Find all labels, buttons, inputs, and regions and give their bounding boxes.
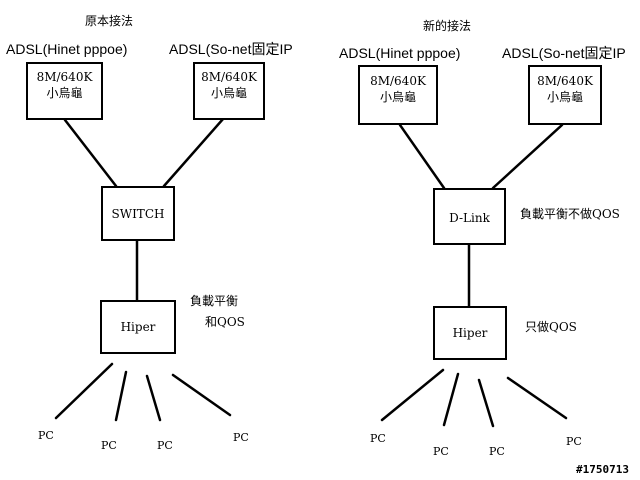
right-pc-3: PC bbox=[489, 445, 505, 458]
right-isp1-label: ADSL(Hinet pppoe) bbox=[339, 45, 461, 61]
link-hiper-pc1 bbox=[54, 362, 114, 420]
link-hiper-pc4 bbox=[506, 376, 568, 420]
left-hiper-note-2: 和QOS bbox=[205, 315, 245, 329]
right-hiper-note: 只做QOS bbox=[525, 320, 577, 334]
link-hiper-pc2 bbox=[114, 370, 128, 422]
switch-label: SWITCH bbox=[111, 207, 165, 221]
link-modem2-switch bbox=[162, 117, 225, 188]
modem-name: 小烏龜 bbox=[379, 90, 416, 104]
link-hiper-pc2 bbox=[442, 372, 460, 427]
left-modem2-box: 8M/640K 小烏龜 bbox=[193, 62, 265, 120]
left-pc-4: PC bbox=[233, 431, 249, 444]
modem-name: 小烏龜 bbox=[46, 86, 83, 100]
modem-name: 小烏龜 bbox=[546, 90, 583, 104]
modem-name: 小烏龜 bbox=[210, 86, 247, 100]
left-hiper-note-1: 負載平衡 bbox=[190, 294, 239, 308]
modem-speed: 8M/640K bbox=[201, 70, 257, 84]
dlink-label: D-Link bbox=[449, 211, 490, 225]
link-hiper-pc3 bbox=[477, 378, 495, 428]
right-modem1-box: 8M/640K 小烏龜 bbox=[358, 65, 438, 125]
link-hiper-pc3 bbox=[145, 374, 162, 422]
right-dlink-note: 負載平衡不做QOS bbox=[520, 207, 620, 221]
right-dlink-box: D-Link bbox=[433, 188, 506, 245]
link-modem1-switch bbox=[63, 118, 118, 188]
right-hiper-box: Hiper bbox=[433, 306, 507, 360]
left-pc-1: PC bbox=[38, 429, 54, 442]
left-isp2-label: ADSL(So-net固定IP bbox=[169, 41, 293, 57]
left-title: 原本接法 bbox=[85, 14, 134, 28]
link-hiper-pc4 bbox=[171, 373, 232, 417]
left-pc-3: PC bbox=[157, 439, 173, 452]
right-modem2-box: 8M/640K 小烏龜 bbox=[528, 65, 602, 125]
watermark-id: #1750713 bbox=[576, 463, 629, 476]
right-isp2-label: ADSL(So-net固定IP bbox=[502, 45, 626, 61]
modem-speed: 8M/640K bbox=[370, 74, 426, 88]
modem-speed: 8M/640K bbox=[537, 74, 593, 88]
left-hiper-box: Hiper bbox=[100, 300, 176, 354]
right-pc-1: PC bbox=[370, 432, 386, 445]
link-modem1-dlink bbox=[398, 123, 446, 190]
hiper-label: Hiper bbox=[452, 326, 488, 340]
left-switch-box: SWITCH bbox=[101, 186, 175, 241]
modem-speed: 8M/640K bbox=[36, 70, 93, 84]
hiper-label: Hiper bbox=[120, 320, 156, 334]
link-modem2-dlink bbox=[491, 123, 564, 190]
left-modem1-box: 8M/640K 小烏龜 bbox=[26, 62, 103, 120]
link-hiper-pc1 bbox=[380, 368, 445, 422]
right-pc-4: PC bbox=[566, 435, 582, 448]
right-title: 新的接法 bbox=[423, 19, 472, 33]
left-isp1-label: ADSL(Hinet pppoe) bbox=[6, 41, 128, 57]
right-pc-2: PC bbox=[433, 445, 449, 458]
left-pc-2: PC bbox=[101, 439, 117, 452]
